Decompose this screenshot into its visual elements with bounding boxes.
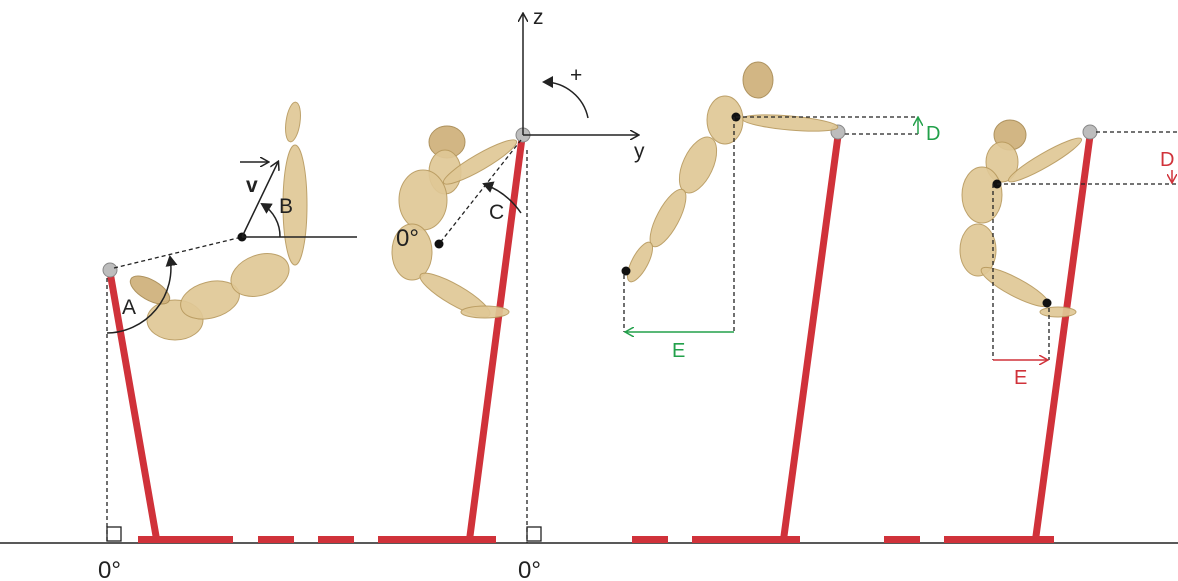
z-axis-label: z: [533, 6, 544, 29]
bar-grip-4: [1082, 124, 1098, 140]
panel-3: D E: [621, 61, 940, 540]
zero-degree-label-arm: 0°: [396, 225, 419, 252]
foot-point-3: [621, 266, 631, 276]
pole-1: [106, 268, 160, 540]
rotation-plus-label: +: [570, 64, 582, 87]
right-angle-marker-1: [106, 526, 122, 542]
bar-grip-1: [102, 262, 118, 278]
D-label-red: D: [1160, 149, 1174, 171]
zero-degree-label-left: 0°: [98, 557, 121, 581]
pole-2: [466, 134, 526, 540]
angle-B-arc: [260, 202, 281, 238]
velocity-vector: [241, 162, 278, 238]
zero-degree-label-right: 0°: [518, 557, 541, 581]
figure-3: [626, 61, 839, 283]
E-label-green: E: [672, 340, 685, 362]
com-line-1: [113, 236, 243, 269]
figure-1: [129, 101, 308, 341]
pole-4: [1032, 132, 1094, 540]
right-angle-marker-2: [526, 526, 542, 542]
velocity-label: v: [246, 174, 258, 197]
angle-C-arc: [482, 181, 522, 214]
D-label-green: D: [926, 123, 940, 145]
y-axis-label: y: [634, 140, 645, 163]
com-line-2: [438, 139, 522, 245]
panel-4: D E: [959, 119, 1178, 540]
angle-A-label: A: [122, 296, 136, 319]
com-point-2: [434, 239, 444, 249]
angle-B-label: B: [279, 195, 293, 218]
angle-A-arc: [106, 255, 178, 334]
figure-2: [391, 125, 518, 319]
panel-1: v B A 0°: [98, 101, 357, 581]
base-segments: [138, 536, 1054, 543]
E-label-red: E: [1014, 367, 1027, 389]
rotation-arrow: [542, 76, 589, 119]
foot-point-4: [1042, 298, 1052, 308]
panel-2: z y + C 0° 0°: [391, 6, 645, 581]
angle-C-label: C: [489, 201, 504, 224]
pole-3: [780, 132, 842, 540]
